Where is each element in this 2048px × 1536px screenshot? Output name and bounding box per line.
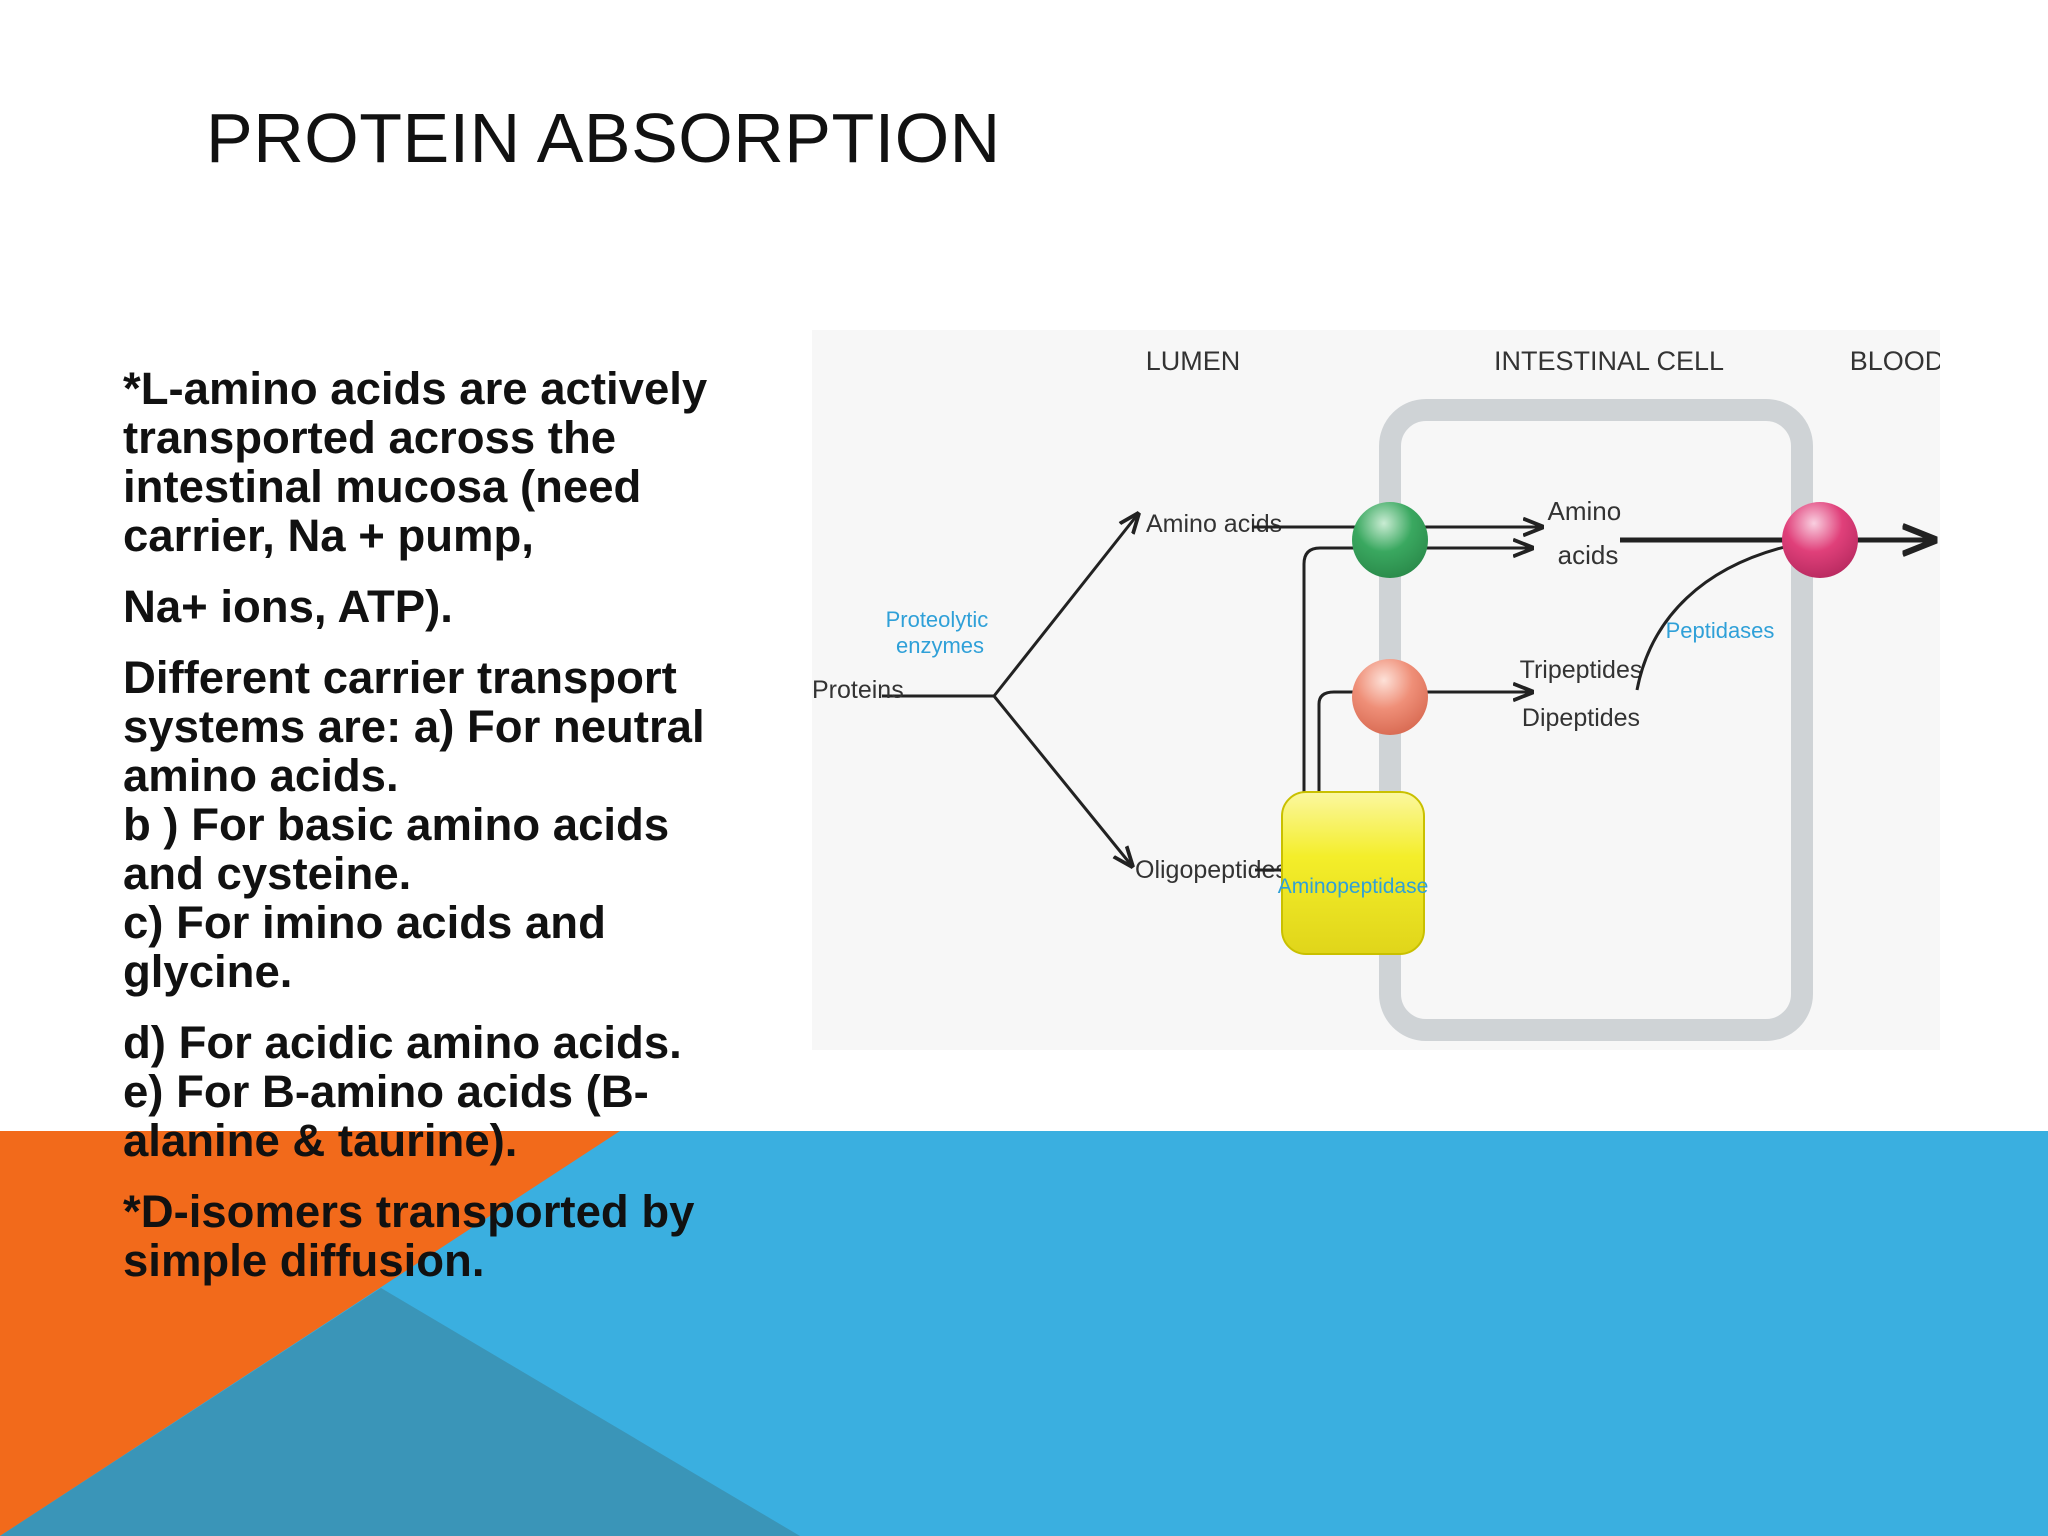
amino-acids-lumen-label: Amino acids <box>1146 510 1282 538</box>
bullet-line: Na+ ions, ATP). <box>123 581 453 632</box>
proteolytic-enzymes-line-1: Proteolytic <box>886 607 989 632</box>
blood-header: BLOOD <box>1850 346 1940 376</box>
bullet-line: and cysteine. <box>123 848 412 899</box>
bullet-line: Different carrier transport <box>123 652 677 703</box>
aminopeptidase-label: Aminopeptidase <box>1278 875 1429 898</box>
proteins-label: Proteins <box>812 676 904 704</box>
tripeptides-label: Tripeptides <box>1520 656 1643 684</box>
proteolytic-enzymes-label: Proteolytic enzymes <box>886 607 995 658</box>
bullet-line: systems are: a) For neutral <box>123 701 705 752</box>
bullet-line: *L-amino acids are actively <box>123 364 708 414</box>
bullet-line: simple diffusion. <box>123 1235 485 1286</box>
bullet-paragraph: d) For acidic amino acids.e) For B-amino… <box>123 1018 789 1165</box>
bullet-line: e) For B-amino acids (B- <box>123 1066 649 1117</box>
blood-carrier <box>1782 502 1858 578</box>
bullet-line: amino acids. <box>123 750 399 801</box>
protein-absorption-diagram: LUMEN INTESTINAL CELL BLOOD Proteins Pro… <box>812 330 1940 1050</box>
amino-acid-carrier <box>1352 502 1428 578</box>
aminopeptidase-block <box>1281 791 1425 955</box>
bullet-line: d) For acidic amino acids. <box>123 1017 682 1068</box>
peptide-carrier <box>1352 659 1428 735</box>
bullet-line: transported across the <box>123 412 617 463</box>
slide-title: PROTEIN ABSORPTION <box>206 99 1001 177</box>
orange-triangle <box>0 1131 620 1536</box>
bullet-line: alanine & taurine). <box>123 1115 518 1166</box>
proteolytic-enzymes-line-2: enzymes <box>896 633 984 658</box>
bullet-line: b ) For basic amino acids <box>123 799 670 850</box>
bullet-line: carrier, Na + pump, <box>123 510 534 561</box>
peptidases-label: Peptidases <box>1666 618 1775 643</box>
bullet-line: intestinal mucosa (need <box>123 461 642 512</box>
bullet-line: *D-isomers transported by <box>123 1186 695 1237</box>
arrow-to-oligopeptides <box>992 695 1132 866</box>
intestinal-cell-header: INTESTINAL CELL <box>1494 346 1724 376</box>
arrow-to-amino-acids <box>992 514 1138 697</box>
amino-acids-cell-line-1: Amino <box>1548 496 1622 526</box>
overlap-triangle <box>0 1288 800 1536</box>
bullet-paragraph: Na+ ions, ATP). <box>123 582 789 631</box>
amino-acids-cell-label: Amino acids <box>1548 496 1629 570</box>
dipeptides-label: Dipeptides <box>1522 704 1640 732</box>
oligopeptide-to-peptide-path <box>1317 692 1532 830</box>
bullet-line: c) For imino acids and <box>123 897 606 948</box>
peptidase-arrow <box>1635 542 1807 691</box>
bullet-line: glycine. <box>123 946 293 997</box>
amino-acids-cell-line-2: acids <box>1558 540 1619 570</box>
lumen-header: LUMEN <box>1146 346 1241 376</box>
